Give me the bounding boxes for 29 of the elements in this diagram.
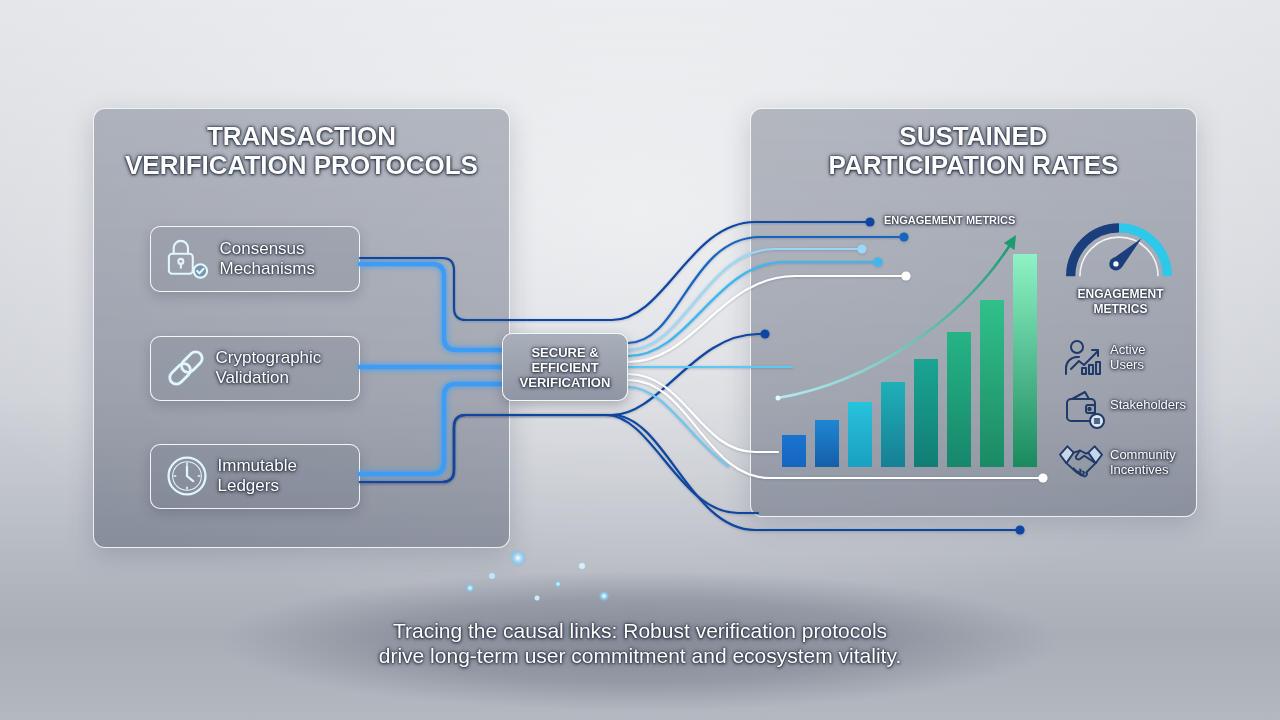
- process-card: [149, 225, 360, 292]
- connector-line: [626, 257, 883, 358]
- group-panel: [93, 108, 510, 548]
- panel-heading: SUSTAINED PARTICIPATION RATES: [827, 122, 1120, 180]
- connector-line: [358, 217, 875, 322]
- connector-line: [626, 232, 909, 345]
- connector-line: [626, 365, 794, 369]
- connector-line: [357, 381, 505, 477]
- metric-label: Community Incentives: [1110, 447, 1177, 477]
- process-box: SECURE & EFFICIENT VERIFICATION: [502, 333, 628, 401]
- process-card: [149, 443, 360, 509]
- connector-line: [626, 385, 730, 468]
- card-label: Immutable Ledgers: [217, 456, 298, 496]
- chart-label: ENGAGEMENT METRICS: [884, 214, 1016, 227]
- panel-heading: TRANSACTION VERIFICATION PROTOCOLS: [124, 122, 479, 180]
- metric-label: Stakeholders: [1110, 397, 1186, 412]
- connector-line: [626, 378, 1048, 483]
- connector-line: [358, 413, 760, 515]
- card-label: Consensus Mechanisms: [219, 238, 316, 279]
- gauge-label: ENGAGEMENT METRICS: [1076, 287, 1165, 317]
- connector-line: [626, 271, 911, 364]
- metric-label: Active Users: [1110, 342, 1147, 372]
- caption-text: Tracing the causal links: Robust verification protocols drive long-term user commitment and ecosystem vitality.: [377, 618, 903, 668]
- connector-line: [357, 364, 505, 370]
- connector-line: [357, 261, 505, 353]
- process-card: [149, 335, 360, 401]
- connector-line: [626, 372, 780, 454]
- card-label: Cryptographic Validation: [215, 348, 323, 388]
- connector-line: [626, 244, 867, 352]
